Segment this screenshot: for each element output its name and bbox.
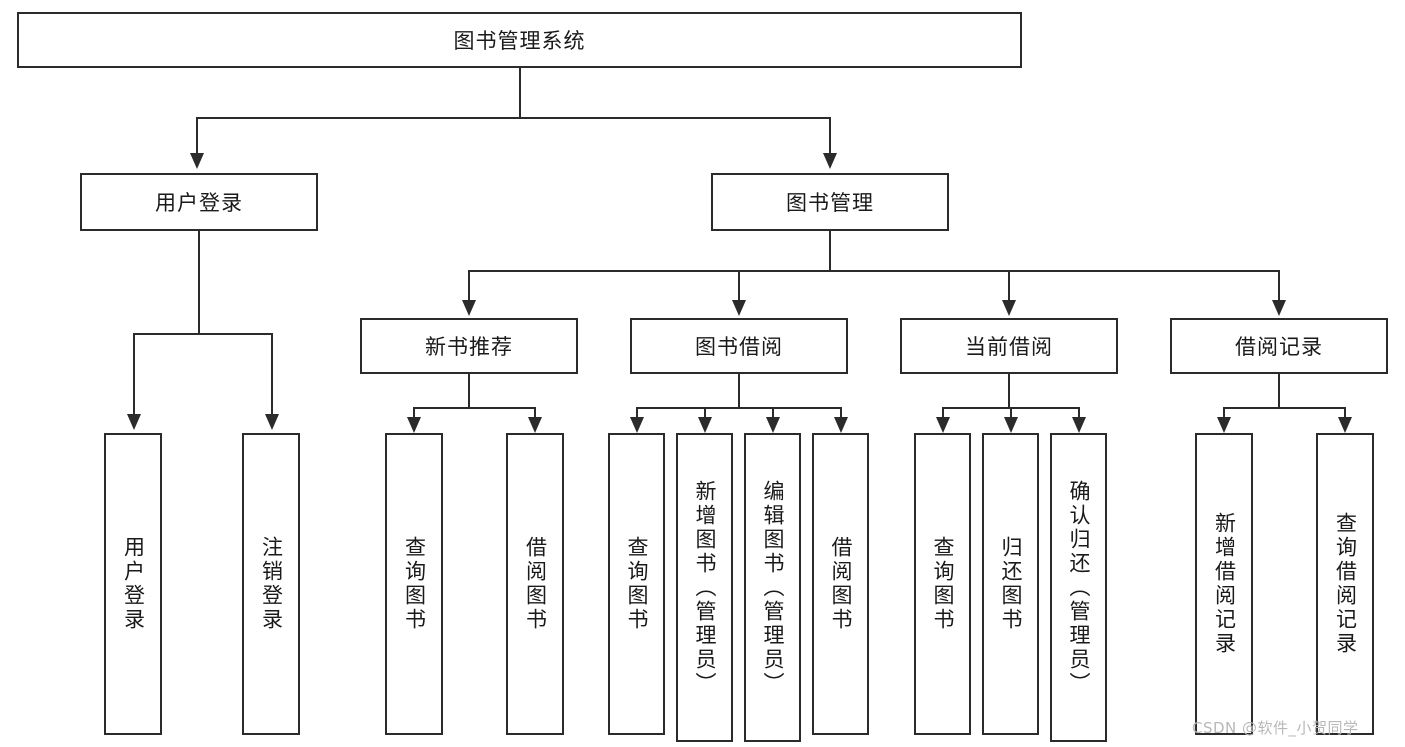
edge-to-book-manage (829, 117, 831, 155)
arrow-user-login-left (127, 414, 141, 430)
leaf-book-borrow-2[interactable]: 新增图书（管理员） (676, 433, 733, 742)
edge-to-borrow-record (1278, 270, 1280, 302)
edge-current-borrow-trunk (1008, 374, 1010, 408)
leaf-book-borrow-2-label: 新增图书（管理员） (693, 479, 717, 696)
arrow-to-borrow-record (1272, 300, 1286, 316)
edge-book-manage-trunk (829, 231, 831, 272)
leaf-book-borrow-3[interactable]: 编辑图书（管理员） (744, 433, 801, 742)
leaf-new-book-2-label: 借阅图书 (523, 536, 548, 632)
node-borrow-record[interactable]: 借阅记录 (1170, 318, 1388, 374)
edge-user-login-bar (133, 333, 272, 335)
arrow-book-borrow-c1 (630, 417, 644, 433)
leaf-current-borrow-3[interactable]: 确认归还（管理员） (1050, 433, 1107, 742)
leaf-new-book-1[interactable]: 查询图书 (385, 433, 443, 735)
node-borrow-record-label: 借阅记录 (1235, 335, 1323, 359)
edge-user-login-trunk (198, 231, 200, 334)
arrow-current-borrow-c3 (1072, 417, 1086, 433)
arrow-borrow-record-c2 (1338, 417, 1352, 433)
leaf-book-borrow-4[interactable]: 借阅图书 (812, 433, 869, 735)
edge-level2-bar (468, 270, 1280, 272)
leaf-borrow-record-2[interactable]: 查询借阅记录 (1316, 433, 1374, 735)
node-root-label: 图书管理系统 (453, 29, 586, 53)
node-new-book-recommend-label: 新书推荐 (425, 335, 513, 359)
leaf-current-borrow-2[interactable]: 归还图书 (982, 433, 1039, 735)
edge-current-borrow-c3 (1078, 407, 1080, 419)
node-book-manage-label: 图书管理 (786, 191, 874, 215)
edge-borrow-record-c2 (1344, 407, 1346, 419)
edge-new-book-bar (413, 407, 535, 409)
arrow-current-borrow-c1 (936, 417, 950, 433)
node-book-borrow-label: 图书借阅 (695, 335, 783, 359)
arrow-book-borrow-c2 (698, 417, 712, 433)
edge-level1-bar (196, 117, 831, 119)
edge-current-borrow-c1 (942, 407, 944, 419)
node-book-borrow[interactable]: 图书借阅 (630, 318, 848, 374)
arrow-to-new-book (462, 300, 476, 316)
arrow-new-book-c1 (407, 417, 421, 433)
arrow-to-book-borrow (732, 300, 746, 316)
node-current-borrow[interactable]: 当前借阅 (900, 318, 1118, 374)
leaf-user-login-2-label: 注销登录 (259, 536, 284, 632)
leaf-current-borrow-1-label: 查询图书 (931, 536, 955, 632)
leaf-borrow-record-1-label: 新增借阅记录 (1212, 512, 1237, 656)
leaf-book-borrow-3-label: 编辑图书（管理员） (761, 479, 785, 696)
edge-book-borrow-c4 (840, 407, 842, 419)
leaf-user-login-1[interactable]: 用户登录 (104, 433, 162, 735)
leaf-book-borrow-1[interactable]: 查询图书 (608, 433, 665, 735)
leaf-new-book-1-label: 查询图书 (402, 536, 427, 632)
leaf-current-borrow-2-label: 归还图书 (999, 536, 1023, 632)
leaf-book-borrow-1-label: 查询图书 (625, 536, 649, 632)
node-current-borrow-label: 当前借阅 (965, 335, 1053, 359)
node-user-login[interactable]: 用户登录 (80, 173, 318, 231)
leaf-user-login-2[interactable]: 注销登录 (242, 433, 300, 735)
edge-to-new-book (468, 270, 470, 302)
leaf-current-borrow-1[interactable]: 查询图书 (914, 433, 971, 735)
edge-borrow-record-c1 (1223, 407, 1225, 419)
leaf-book-borrow-4-label: 借阅图书 (829, 536, 853, 632)
arrow-to-user-login (190, 153, 204, 169)
edge-borrow-record-trunk (1278, 374, 1280, 408)
arrow-new-book-c2 (528, 417, 542, 433)
edge-new-book-c1 (413, 407, 415, 419)
edge-new-book-trunk (468, 374, 470, 408)
leaf-borrow-record-2-label: 查询借阅记录 (1333, 512, 1358, 656)
edge-borrow-record-bar (1223, 407, 1345, 409)
edge-current-borrow-c2 (1010, 407, 1012, 419)
edge-new-book-c2 (534, 407, 536, 419)
leaf-current-borrow-3-label: 确认归还（管理员） (1067, 479, 1091, 696)
node-new-book-recommend[interactable]: 新书推荐 (360, 318, 578, 374)
edge-user-login-left (133, 333, 135, 416)
edge-root-trunk (519, 68, 521, 118)
arrow-book-borrow-c4 (834, 417, 848, 433)
edge-book-borrow-c2 (704, 407, 706, 419)
edge-to-book-borrow (738, 270, 740, 302)
arrow-user-login-right (265, 414, 279, 430)
watermark-csdn: CSDN @软件_小贺同学 (1192, 719, 1359, 737)
arrow-to-book-manage (823, 153, 837, 169)
arrow-borrow-record-c1 (1217, 417, 1231, 433)
edge-user-login-right (271, 333, 273, 416)
edge-book-borrow-c1 (636, 407, 638, 419)
edge-book-borrow-c3 (772, 407, 774, 419)
edge-to-user-login (196, 117, 198, 155)
edge-to-current-borrow (1008, 270, 1010, 302)
arrow-book-borrow-c3 (766, 417, 780, 433)
leaf-borrow-record-1[interactable]: 新增借阅记录 (1195, 433, 1253, 735)
node-book-manage[interactable]: 图书管理 (711, 173, 949, 231)
arrow-current-borrow-c2 (1004, 417, 1018, 433)
leaf-new-book-2[interactable]: 借阅图书 (506, 433, 564, 735)
node-root[interactable]: 图书管理系统 (17, 12, 1022, 68)
edge-book-borrow-trunk (738, 374, 740, 408)
node-user-login-label: 用户登录 (155, 191, 243, 215)
edge-book-borrow-bar (636, 407, 841, 409)
arrow-to-current-borrow (1002, 300, 1016, 316)
leaf-user-login-1-label: 用户登录 (121, 536, 146, 632)
